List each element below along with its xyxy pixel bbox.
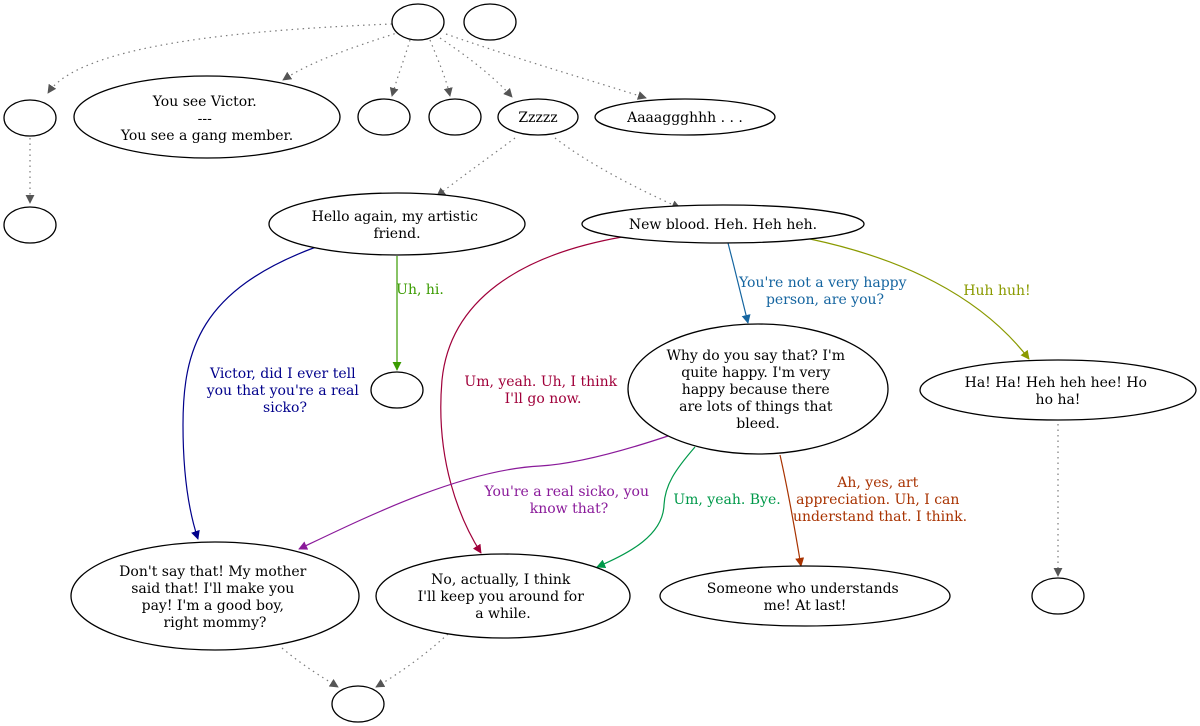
edge-label-um-bye: Um, yeah. Bye.	[673, 492, 780, 508]
edge-label-not-happy: You're not a very happy person, are you?	[738, 275, 911, 308]
node-label-see-victor: You see Victor. --- You see a gang membe…	[120, 94, 293, 144]
edge-root-to-see-victor	[282, 31, 401, 81]
edge-root-to-empty-b	[429, 39, 453, 97]
node-empty-mid[interactable]	[370, 371, 424, 409]
edge-why-say-to-dont-say	[298, 435, 669, 550]
edge-no-actually-to-empty-bottom	[375, 633, 449, 688]
edge-root-to-left-1	[47, 23, 393, 94]
node-aaaagh[interactable]	[594, 98, 776, 136]
edge-zzzzz-to-new-blood	[554, 137, 681, 209]
node-empty-b[interactable]	[428, 98, 482, 136]
edge-zzzzz-to-hello-again	[436, 137, 516, 197]
edge-why-say-to-someone	[779, 454, 805, 567]
edge-hello-to-dont-say	[182, 246, 317, 540]
node-label-aaaagh: Aaaaggghhh . . .	[626, 110, 743, 126]
node-labels: You see Victor. --- You see a gang membe…	[119, 94, 1152, 631]
node-unnamed-top[interactable]	[463, 3, 517, 41]
node-new-blood[interactable]	[581, 204, 865, 244]
nodes	[3, 3, 1197, 723]
node-left-2[interactable]	[3, 206, 57, 244]
node-label-new-blood: New blood. Heh. Heh heh.	[629, 217, 817, 233]
edge-root-to-empty-a	[389, 39, 411, 97]
node-empty-bottom[interactable]	[331, 685, 385, 723]
node-zzzzz[interactable]	[497, 98, 579, 136]
edge-new-blood-to-ha-ha	[809, 238, 1030, 360]
edge-root-to-zzzzz	[439, 37, 513, 98]
edge-new-blood-to-no-actually	[440, 236, 623, 554]
node-left-1[interactable]	[3, 99, 57, 137]
option-edges	[182, 236, 1030, 568]
edge-label-uh-hi: Uh, hi.	[396, 282, 444, 298]
node-label-someone: Someone who understands me! At last!	[707, 581, 903, 614]
dotted-edges	[25, 23, 1063, 688]
edge-label-victor-sicko: Victor, did I ever tell you that you're …	[206, 366, 364, 416]
node-ha-ha[interactable]	[919, 359, 1197, 421]
node-dont-say[interactable]	[70, 541, 360, 651]
edge-labels: Uh, hi. Victor, did I ever tell you that…	[206, 275, 1031, 525]
node-label-dont-say: Don't say that! My mother said that! I'l…	[119, 564, 311, 631]
node-see-victor[interactable]	[73, 75, 341, 159]
edge-why-say-to-no-actually	[596, 446, 696, 568]
edge-label-real-sicko: You're a real sicko, you know that?	[484, 484, 654, 517]
node-label-why-say: Why do you say that? I'm quite happy. I'…	[667, 348, 850, 432]
edge-label-huh-huh: Huh huh!	[963, 283, 1030, 299]
node-why-say[interactable]	[627, 323, 889, 455]
node-no-actually[interactable]	[375, 553, 631, 639]
edge-dont-say-to-empty-bottom	[281, 647, 339, 688]
node-hello-again[interactable]	[268, 192, 526, 256]
node-label-zzzzz: Zzzzz	[518, 110, 557, 126]
edge-label-art: Ah, yes, art appreciation. Uh, I can und…	[793, 475, 967, 525]
edge-new-blood-to-why-say	[727, 242, 751, 324]
edge-label-leave: Um, yeah. Uh, I think I'll go now.	[464, 374, 621, 407]
node-root[interactable]	[391, 3, 445, 41]
edge-root-to-aaaagh	[445, 33, 647, 100]
node-label-no-actually: No, actually, I think I'll keep you arou…	[418, 572, 589, 622]
node-label-ha-ha: Ha! Ha! Heh heh hee! Ho ho ha!	[965, 375, 1152, 408]
node-empty-a[interactable]	[357, 98, 411, 136]
node-empty-right[interactable]	[1031, 577, 1085, 615]
node-label-hello-again: Hello again, my artistic friend.	[312, 209, 483, 242]
node-someone[interactable]	[659, 565, 951, 627]
